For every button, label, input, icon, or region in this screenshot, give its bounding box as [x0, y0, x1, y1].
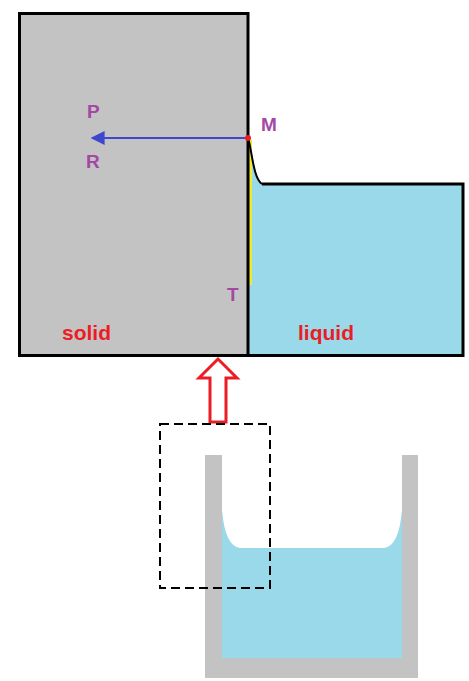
point-label: P	[87, 102, 100, 123]
point-label: R	[86, 152, 100, 173]
region-label: liquid	[298, 321, 354, 344]
meniscus-line	[248, 138, 262, 184]
liquid-region: liquid	[248, 183, 464, 356]
solid-region: solid	[18, 12, 248, 356]
contact-point	[245, 135, 251, 141]
zoom-arrow	[199, 359, 237, 422]
solid-fill	[18, 12, 248, 356]
force-arrow	[92, 137, 245, 139]
liquid-fill	[248, 183, 464, 356]
zoom-frame	[160, 424, 270, 588]
container	[205, 455, 418, 678]
solid-outline	[20, 14, 249, 356]
container-liquid	[222, 510, 402, 658]
liquid-outline	[248, 184, 463, 356]
point-label: M	[261, 115, 277, 136]
point-label: T	[227, 285, 239, 306]
region-label: solid	[62, 321, 111, 344]
